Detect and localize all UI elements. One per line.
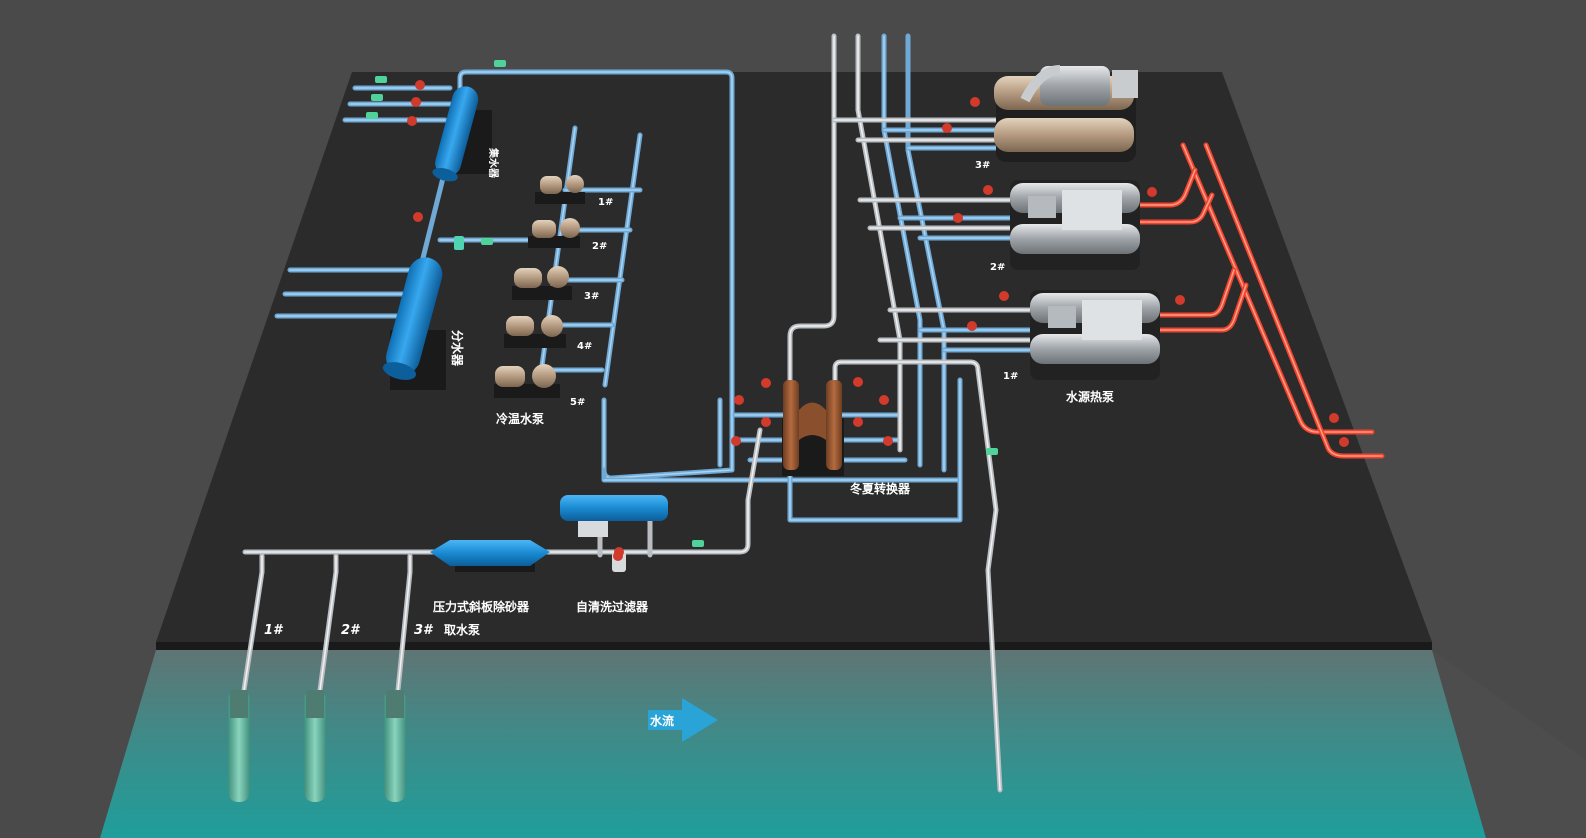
pump-number-1: 1# bbox=[598, 197, 613, 208]
pump-row bbox=[494, 175, 585, 398]
water-side-shade bbox=[1432, 650, 1586, 838]
pump-5 bbox=[494, 364, 560, 398]
flow-meters bbox=[366, 60, 998, 547]
pump-number-2: 2# bbox=[592, 241, 607, 252]
intake-probes bbox=[228, 690, 406, 802]
intake-number-2: 2# bbox=[341, 623, 361, 638]
filter-label: 自清洗过滤器 bbox=[576, 599, 649, 614]
water-flow-arrow bbox=[648, 698, 718, 742]
distributor-label: 分水器 bbox=[450, 330, 465, 367]
heat-pump-number-2: 2# bbox=[990, 262, 1005, 273]
pump-number-3: 3# bbox=[584, 291, 599, 302]
water-body bbox=[100, 650, 1486, 838]
valve-markers bbox=[407, 80, 1349, 561]
heat-pump-3 bbox=[994, 65, 1138, 162]
pump-1 bbox=[535, 175, 585, 204]
grey-pipe-network bbox=[241, 33, 1033, 793]
desander bbox=[430, 540, 550, 572]
platform-edge bbox=[156, 642, 1432, 650]
water-flow-label: 水流 bbox=[650, 713, 674, 728]
red-pipe-network bbox=[1137, 142, 1385, 459]
heat-pump-number-1: 1# bbox=[1003, 371, 1018, 382]
pump-number-4: 4# bbox=[577, 341, 592, 352]
heat-pump-1 bbox=[1030, 290, 1160, 380]
pump-2 bbox=[528, 218, 580, 248]
heat-pump-label: 水源热泵 bbox=[1066, 389, 1114, 404]
intake-pumps-label: 取水泵 bbox=[444, 622, 480, 637]
switcher-label: 冬夏转换器 bbox=[850, 481, 911, 496]
intake-number-3: 3# bbox=[414, 623, 434, 638]
cold-pumps-label: 冷温水泵 bbox=[496, 411, 544, 426]
pump-3 bbox=[512, 266, 572, 300]
heat-pump-2 bbox=[1010, 180, 1140, 270]
heat-pump-number-3: 3# bbox=[975, 160, 990, 171]
collector-label: 集水器 bbox=[487, 147, 500, 179]
platform-top bbox=[156, 72, 1432, 642]
header-outlet-pipes bbox=[274, 85, 453, 319]
intake-number-1: 1# bbox=[264, 623, 284, 638]
pump-number-5: 5# bbox=[570, 397, 585, 408]
pump-4 bbox=[504, 315, 566, 348]
water-collector bbox=[432, 86, 492, 182]
water-distributor bbox=[382, 257, 446, 390]
desander-label: 压力式斜板除砂器 bbox=[433, 599, 530, 614]
switcher-unit bbox=[782, 380, 844, 476]
